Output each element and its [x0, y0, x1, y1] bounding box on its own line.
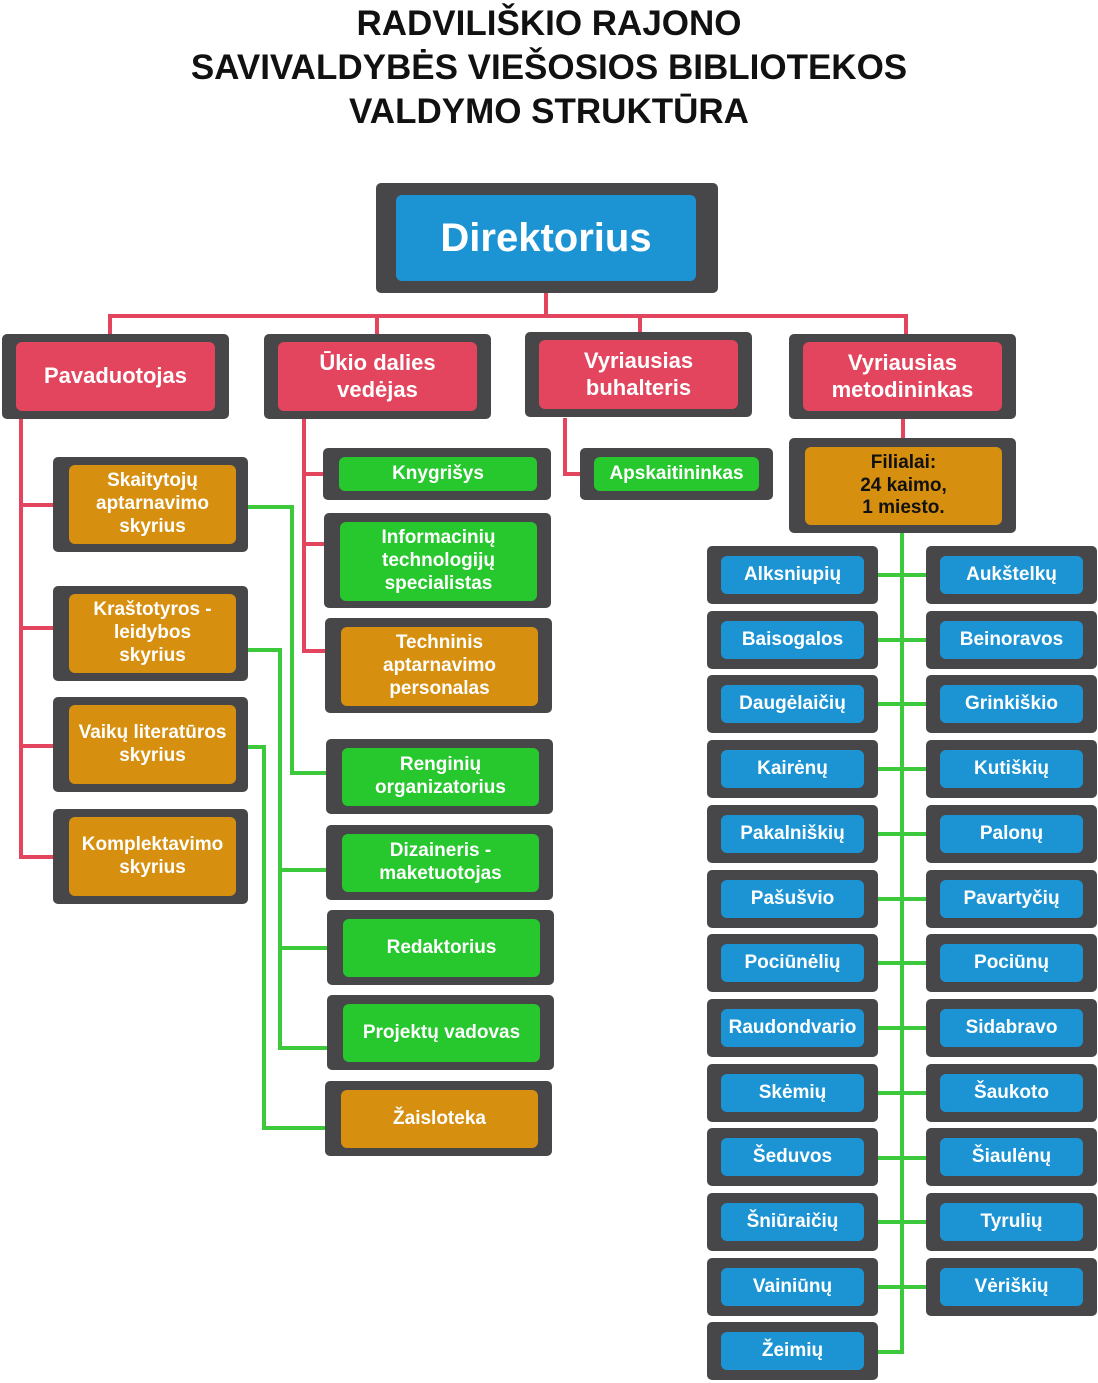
branch-label: Kutiškių: [940, 750, 1083, 788]
toy-library-box: Žaisloteka: [325, 1081, 552, 1156]
branch-label: Daugėlaičių: [721, 685, 864, 723]
event-organizer-label: Renginių organizatorius: [342, 748, 539, 806]
branch-label: Skėmių: [721, 1074, 864, 1112]
editor-box: Redaktorius: [327, 910, 554, 985]
editor-label: Redaktorius: [343, 919, 540, 977]
acquisition-dept-label: Komplektavimo skyrius: [69, 817, 236, 896]
title-line-3: VALDYMO STRUKTŪRA: [349, 92, 749, 131]
designer-box: Dizaineris - maketuotojas: [326, 825, 553, 900]
toy-library-label: Žaisloteka: [341, 1090, 538, 1148]
red-connectors: [19, 292, 908, 859]
branch-box: Daugėlaičių: [707, 675, 878, 733]
branch-box: Grinkiškio: [926, 675, 1097, 733]
bookbinder-box: Knygrišys: [323, 448, 551, 500]
chief-methodologist-box: Vyriausias metodininkas: [789, 334, 1016, 419]
branch-box: Vainiūnų: [707, 1258, 878, 1316]
branch-box: Vėriškių: [926, 1258, 1097, 1316]
branch-box: Skėmių: [707, 1064, 878, 1122]
branch-label: Šaukoto: [940, 1074, 1083, 1112]
branch-label: Pašušvio: [721, 880, 864, 918]
director-box: Direktorius: [376, 183, 718, 293]
technical-staff-box: Techninis aptarnavimo personalas: [325, 618, 552, 713]
page-title: RADVILIŠKIO RAJONO SAVIVALDYBĖS VIEŠOSIO…: [0, 2, 1098, 134]
children-literature-dept-box: Vaikų literatūros skyrius: [53, 697, 248, 792]
it-specialist-box: Informacinių technologijų specialistas: [324, 513, 551, 608]
branch-label: Pakalniškių: [721, 815, 864, 853]
branch-label: Vėriškių: [940, 1268, 1083, 1306]
branch-box: Kairėnų: [707, 740, 878, 798]
branch-label: Baisogalos: [721, 621, 864, 659]
branch-box: Pociūnų: [926, 934, 1097, 992]
branch-label: Šiaulėnų: [940, 1138, 1083, 1176]
director-label: Direktorius: [396, 195, 696, 281]
branch-box: Pavartyčių: [926, 870, 1097, 928]
chief-accountant-box: Vyriausias buhalteris: [525, 332, 752, 417]
branch-box: Pašušvio: [707, 870, 878, 928]
branch-label: Pociūnų: [940, 944, 1083, 982]
branch-label: Šniūraičių: [721, 1203, 864, 1241]
project-manager-label: Projektų vadovas: [343, 1004, 540, 1062]
branch-label: Pociūnėlių: [721, 944, 864, 982]
branch-box: Raudondvario: [707, 999, 878, 1057]
bookkeeper-label: Apskaitininkas: [594, 457, 759, 491]
branch-label: Sidabravo: [940, 1009, 1083, 1047]
branch-label: Raudondvario: [721, 1009, 864, 1047]
title-line-1: RADVILIŠKIO RAJONO: [356, 4, 742, 43]
branch-label: Žeimių: [721, 1332, 864, 1370]
branches-box: Filialai: 24 kaimo, 1 miesto.: [789, 438, 1016, 533]
branch-label: Kairėnų: [721, 750, 864, 788]
branch-box: Tyrulių: [926, 1193, 1097, 1251]
it-specialist-label: Informacinių technologijų specialistas: [340, 522, 537, 601]
local-history-dept-box: Kraštotyros - leidybos skyrius: [53, 586, 248, 681]
children-literature-dept-label: Vaikų literatūros skyrius: [69, 705, 236, 784]
branch-label: Aukštelkų: [940, 556, 1083, 594]
household-manager-box: Ūkio dalies vedėjas: [264, 334, 491, 419]
branch-box: Šiaulėnų: [926, 1128, 1097, 1186]
branch-label: Palonų: [940, 815, 1083, 853]
branch-box: Aukštelkų: [926, 546, 1097, 604]
branch-label: Alksniupių: [721, 556, 864, 594]
branch-box: Žeimių: [707, 1322, 878, 1380]
deputy-box: Pavaduotojas: [2, 334, 229, 419]
branch-box: Baisogalos: [707, 611, 878, 669]
branch-label: Vainiūnų: [721, 1268, 864, 1306]
branch-label: Beinoravos: [940, 621, 1083, 659]
event-organizer-box: Renginių organizatorius: [326, 739, 553, 814]
technical-staff-label: Techninis aptarnavimo personalas: [341, 627, 538, 706]
reader-service-dept-label: Skaitytojų aptarnavimo skyrius: [69, 465, 236, 544]
branch-box: Šaukoto: [926, 1064, 1097, 1122]
branch-box: Beinoravos: [926, 611, 1097, 669]
designer-label: Dizaineris - maketuotojas: [342, 834, 539, 892]
branch-box: Palonų: [926, 805, 1097, 863]
acquisition-dept-box: Komplektavimo skyrius: [53, 809, 248, 904]
project-manager-box: Projektų vadovas: [327, 995, 554, 1070]
title-line-2: SAVIVALDYBĖS VIEŠOSIOS BIBLIOTEKOS: [190, 48, 908, 87]
branch-label: Tyrulių: [940, 1203, 1083, 1241]
reader-service-dept-box: Skaitytojų aptarnavimo skyrius: [53, 457, 248, 552]
branch-box: Pakalniškių: [707, 805, 878, 863]
branch-box: Sidabravo: [926, 999, 1097, 1057]
deputy-label: Pavaduotojas: [16, 342, 215, 411]
bookkeeper-box: Apskaitininkas: [580, 448, 773, 500]
branch-box: Kutiškių: [926, 740, 1097, 798]
household-manager-label: Ūkio dalies vedėjas: [278, 342, 477, 411]
branch-label: Grinkiškio: [940, 685, 1083, 723]
branch-box: Pociūnėlių: [707, 934, 878, 992]
branch-box: Šniūraičių: [707, 1193, 878, 1251]
chief-accountant-label: Vyriausias buhalteris: [539, 340, 738, 409]
branch-box: Alksniupių: [707, 546, 878, 604]
branches-label: Filialai: 24 kaimo, 1 miesto.: [805, 447, 1002, 525]
chief-methodologist-label: Vyriausias metodininkas: [803, 342, 1002, 411]
bookbinder-label: Knygrišys: [339, 457, 537, 491]
green-connectors: [247, 505, 927, 1354]
branch-box: Šeduvos: [707, 1128, 878, 1186]
local-history-dept-label: Kraštotyros - leidybos skyrius: [69, 594, 236, 673]
branch-label: Šeduvos: [721, 1138, 864, 1176]
branch-label: Pavartyčių: [940, 880, 1083, 918]
